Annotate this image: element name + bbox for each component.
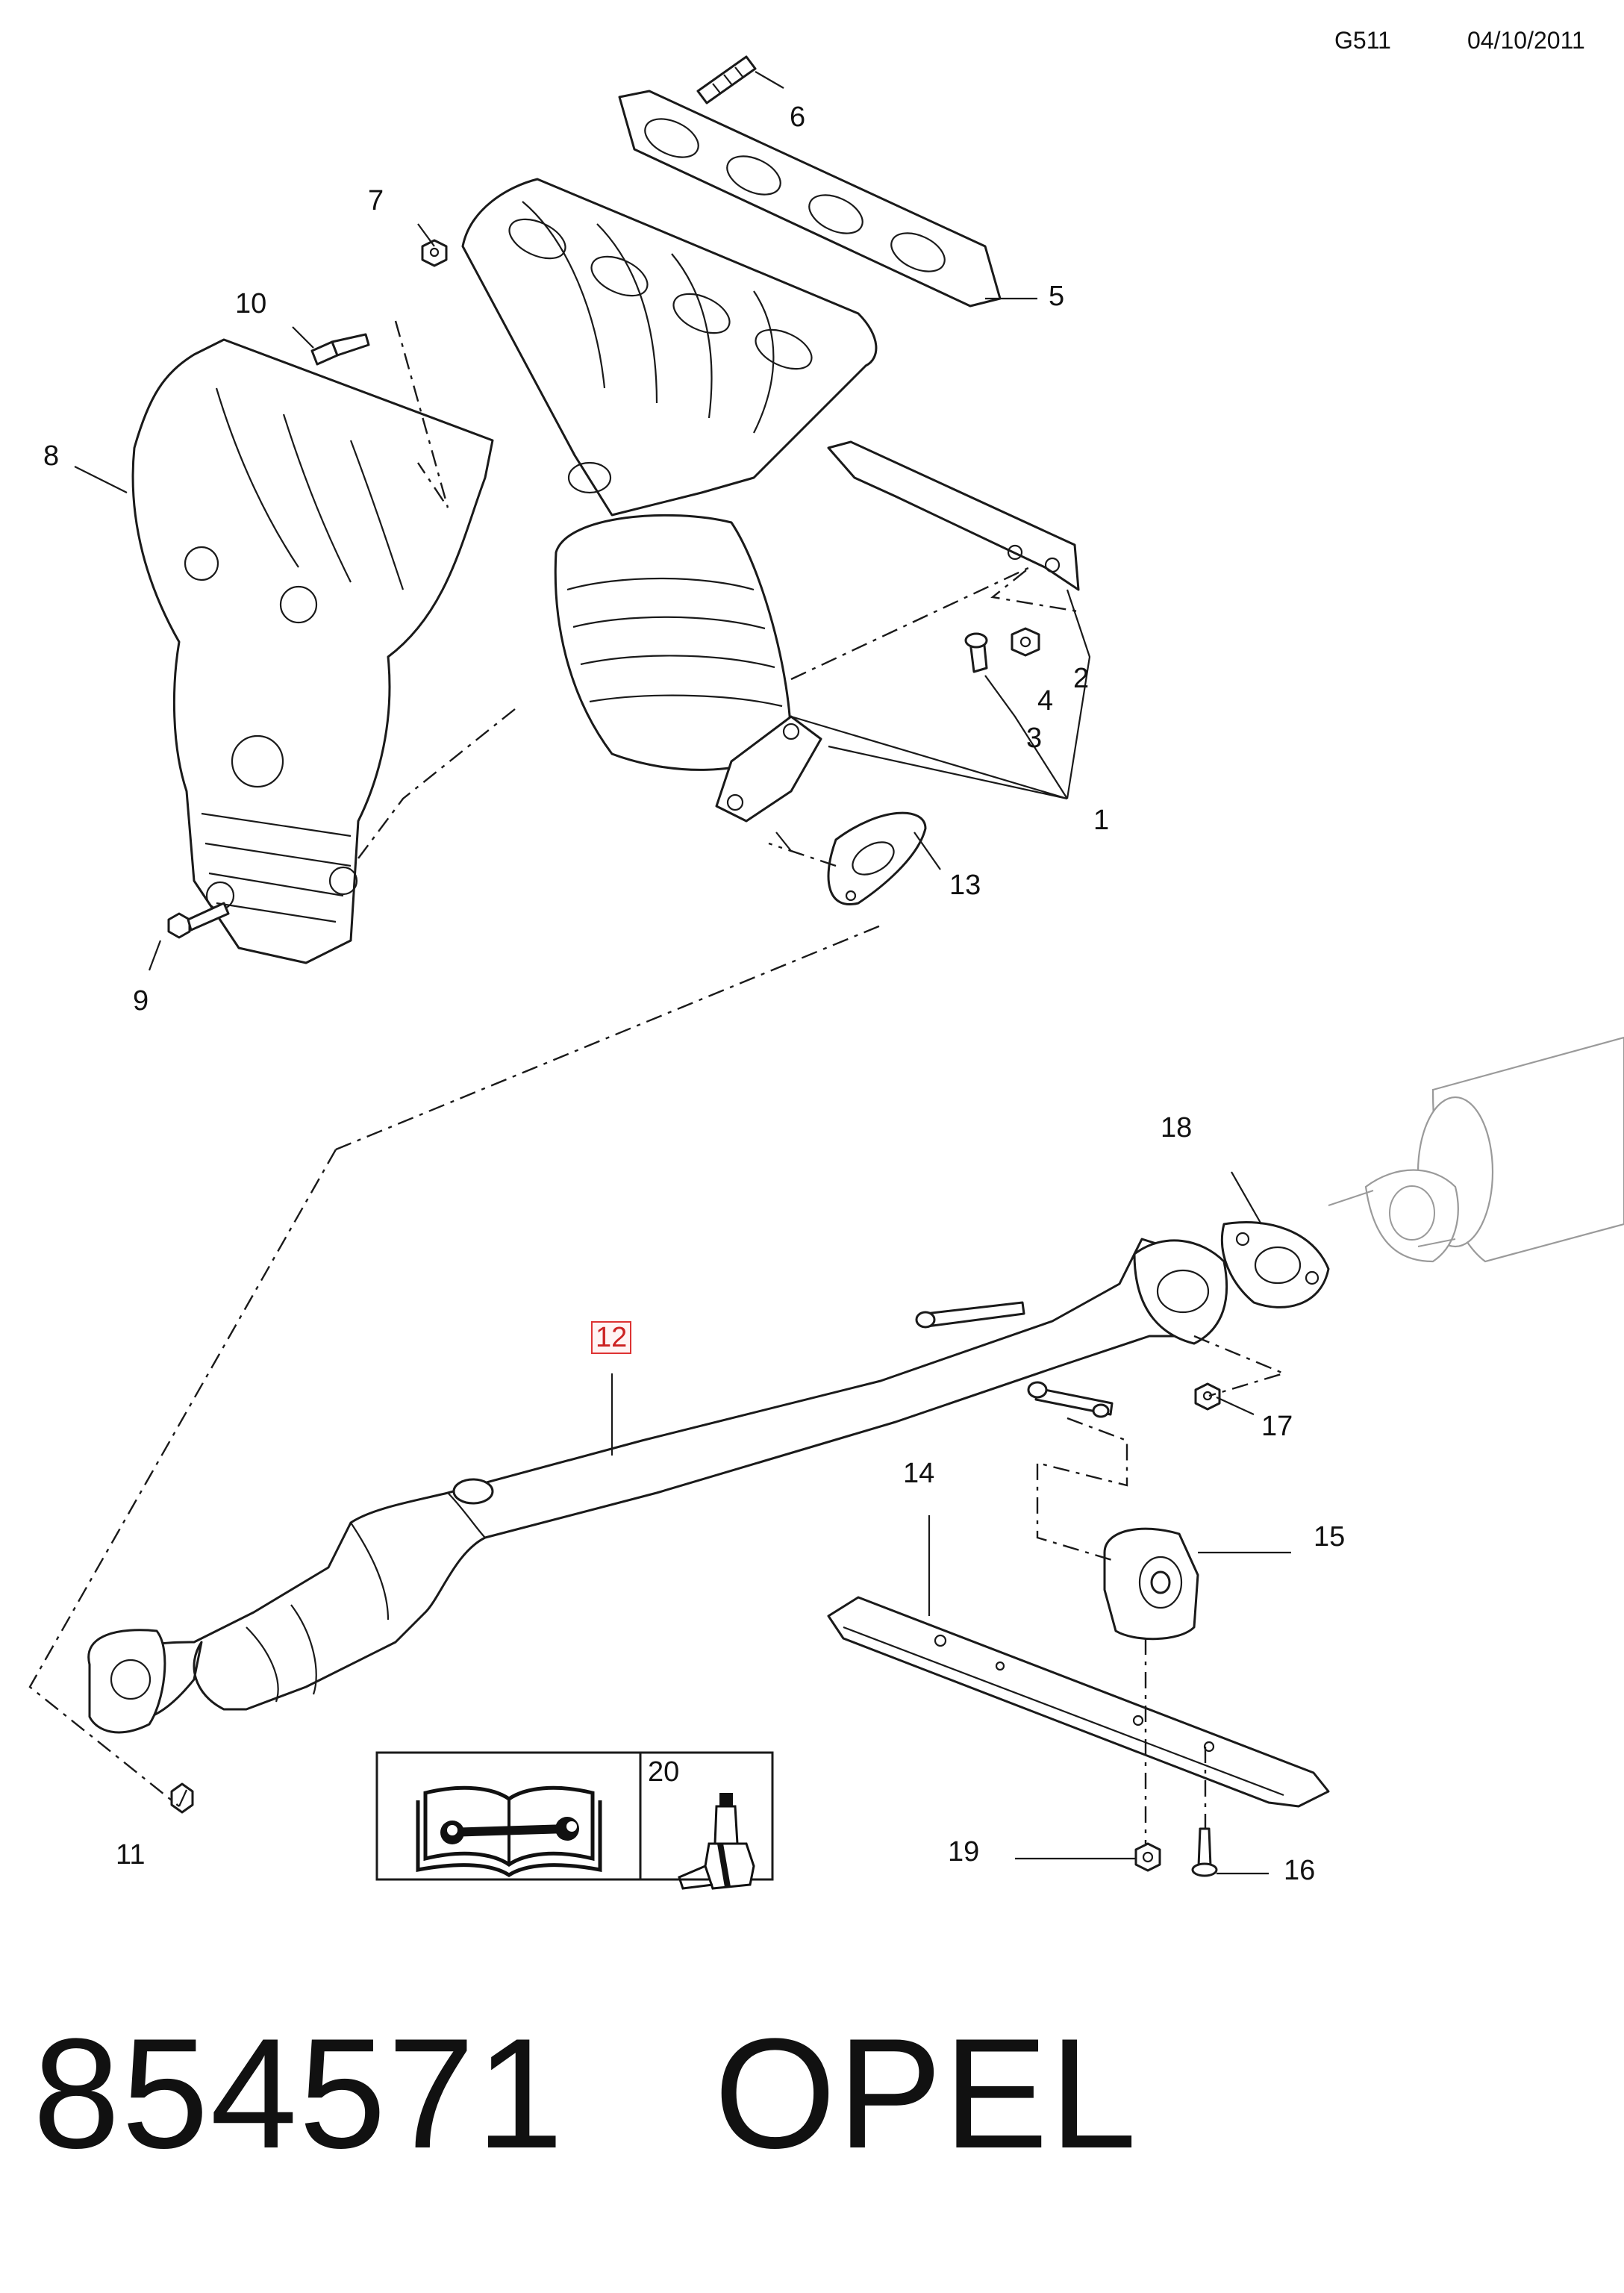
callout-2: 2: [1073, 663, 1090, 694]
service-manual-book-icon: [416, 1785, 602, 1877]
callout-7: 7: [368, 185, 384, 216]
callout-1: 1: [1093, 805, 1110, 836]
converter-gasket[interactable]: [827, 811, 927, 905]
part-number: 854571: [33, 2006, 565, 2181]
crossmember-bracket[interactable]: [827, 1596, 1330, 1808]
sealant-tube-icon: [678, 1793, 755, 1890]
callout-16: 16: [1284, 1855, 1316, 1886]
manifold-catalytic-converter[interactable]: [461, 178, 878, 852]
crossmember-bolt[interactable]: [1191, 1827, 1218, 1877]
manifold-gasket[interactable]: [618, 90, 1002, 308]
rear-silencer-reference: [1328, 1036, 1624, 1263]
callout-8: 8: [43, 440, 60, 472]
callout-18: 18: [1161, 1112, 1193, 1144]
callout-15: 15: [1314, 1521, 1346, 1553]
flange-nut[interactable]: [1194, 1382, 1221, 1411]
callout-10: 10: [235, 288, 267, 319]
bracket-bolt[interactable]: [964, 632, 988, 673]
rubber-mount[interactable]: [1103, 1527, 1199, 1641]
front-exhaust-pipe[interactable]: [87, 1238, 1228, 1734]
callout-13: 13: [949, 870, 981, 901]
callout-5: 5: [1049, 281, 1065, 312]
callout-20: 20: [648, 1756, 680, 1788]
stud[interactable]: [696, 55, 757, 104]
brand-name: OPEL: [713, 2006, 1139, 2181]
callout-11: 11: [116, 1839, 146, 1871]
callout-17: 17: [1261, 1411, 1293, 1442]
crossmember-nut[interactable]: [1134, 1842, 1161, 1872]
manifold-nut[interactable]: [421, 239, 448, 267]
callout-12-highlighted[interactable]: 12: [591, 1321, 632, 1354]
callout-6: 6: [790, 102, 806, 133]
callout-9: 9: [133, 985, 149, 1017]
callout-14: 14: [903, 1458, 935, 1489]
bracket-nut[interactable]: [1011, 627, 1040, 657]
manifold-support-bracket[interactable]: [827, 440, 1080, 591]
heat-shield-bolt-bottom[interactable]: [167, 902, 230, 939]
diagram-date: 04/10/2011: [1467, 27, 1585, 54]
callout-4: 4: [1037, 685, 1054, 717]
diagram-code: G511: [1334, 27, 1391, 54]
callout-3: 3: [1026, 723, 1043, 754]
callout-19: 19: [948, 1836, 980, 1868]
heat-shield[interactable]: [131, 338, 494, 964]
heat-shield-bolt-top[interactable]: [310, 333, 370, 366]
rear-flange-gasket[interactable]: [1220, 1221, 1330, 1308]
